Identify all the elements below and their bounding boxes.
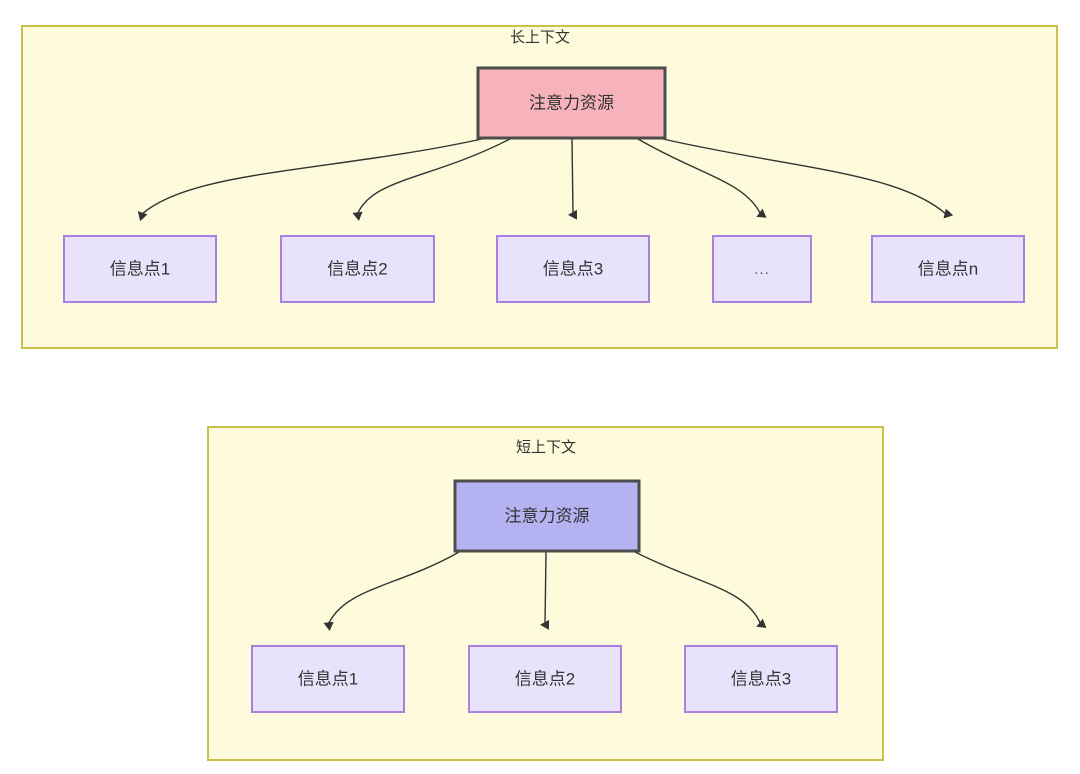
- attention-resource-box[interactable]: [476, 66, 667, 140]
- info-point-box[interactable]: [63, 235, 217, 303]
- edge-attention-to-node-1: [352, 138, 511, 221]
- edge-attention-to-node-2: [634, 551, 767, 628]
- info-point-label: 信息点2: [327, 259, 387, 278]
- info-point-box[interactable]: [280, 235, 435, 303]
- info-point-box[interactable]: [468, 645, 622, 713]
- info-point-label: 信息点3: [731, 669, 791, 688]
- info-point-box[interactable]: [251, 645, 405, 713]
- info-point-label: 信息点n: [918, 259, 978, 278]
- edge-attention-to-node-4: [662, 138, 954, 219]
- attention-resource-label: 注意力资源: [529, 93, 614, 112]
- attention-resource-box[interactable]: [453, 479, 641, 553]
- edge-attention-to-node-0: [137, 138, 483, 222]
- group-title-long-context: 长上下文: [510, 29, 570, 46]
- info-point-label: 信息点3: [543, 259, 603, 278]
- info-point-box[interactable]: [712, 235, 812, 303]
- info-point-label: 信息点1: [298, 669, 358, 688]
- info-point-label: 信息点1: [110, 259, 170, 278]
- info-point-box[interactable]: [496, 235, 650, 303]
- edge-attention-to-node-1: [540, 551, 550, 630]
- edge-attention-to-node-3: [637, 138, 767, 218]
- edge-attention-to-node-2: [567, 138, 578, 220]
- edge-attention-to-node-0: [323, 551, 460, 631]
- info-point-label: 信息点2: [515, 669, 575, 688]
- attention-resource-label: 注意力资源: [505, 506, 590, 525]
- info-point-label: ...: [754, 261, 770, 278]
- info-point-box[interactable]: [684, 645, 838, 713]
- info-point-box[interactable]: [871, 235, 1025, 303]
- group-title-short-context: 短上下文: [516, 439, 576, 456]
